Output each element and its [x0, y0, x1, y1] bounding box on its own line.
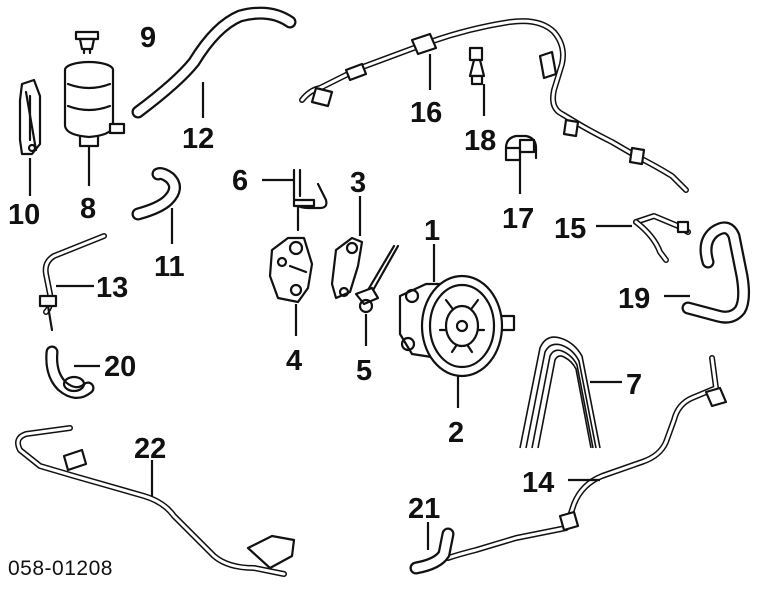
callout-14: 14	[522, 467, 554, 499]
callout-11: 11	[154, 251, 185, 283]
callout-16: 16	[410, 97, 442, 129]
part-16-pressure-hose[interactable]	[299, 18, 689, 193]
callout-19: 19	[618, 283, 650, 315]
callout-9: 9	[140, 22, 156, 54]
callout-5: 5	[356, 355, 372, 387]
part-18-pressure-switch[interactable]	[468, 46, 486, 116]
callout-6: 6	[232, 165, 248, 197]
part-2-pump-pulley[interactable]	[420, 274, 504, 408]
part-10-reservoir-bracket[interactable]	[18, 78, 42, 196]
part-6-clamp[interactable]	[262, 168, 328, 232]
part-22-return-pipe[interactable]	[15, 425, 296, 577]
callout-13: 13	[96, 272, 128, 304]
part-8-reservoir[interactable]	[63, 60, 126, 186]
part-19-return-hose[interactable]	[664, 221, 751, 324]
callout-21: 21	[408, 493, 440, 525]
callout-10: 10	[8, 199, 40, 231]
callout-2: 2	[448, 417, 464, 449]
diagram-reference-number: 058-01208	[8, 557, 113, 580]
callout-18: 18	[464, 125, 496, 157]
callout-20: 20	[104, 351, 136, 383]
part-20-hose[interactable]	[45, 345, 100, 399]
callout-8: 8	[80, 193, 96, 225]
part-17-hose-clamp[interactable]	[504, 134, 538, 194]
callout-3: 3	[350, 167, 366, 199]
part-5-adjust-rod[interactable]	[354, 244, 400, 346]
callout-12: 12	[182, 123, 214, 155]
part-21-hose[interactable]	[409, 522, 455, 575]
part-12-reservoir-hose[interactable]	[131, 6, 297, 119]
part-14-pressure-pipe[interactable]	[445, 355, 728, 561]
part-11-suction-hose[interactable]	[131, 167, 181, 245]
part-13-pipe-assembly[interactable]	[38, 233, 107, 332]
callout-15: 15	[554, 213, 586, 245]
part-3-bracket[interactable]	[330, 196, 364, 300]
callout-17: 17	[502, 203, 534, 235]
part-4-pump-bracket[interactable]	[268, 236, 314, 336]
callout-4: 4	[286, 345, 302, 377]
callout-7: 7	[626, 369, 642, 401]
callout-22: 22	[134, 433, 166, 465]
part-15-pipe[interactable]	[596, 213, 691, 263]
part-9-reservoir-cap[interactable]	[74, 30, 100, 55]
callout-1: 1	[424, 215, 440, 247]
part-7-drive-belt[interactable]	[519, 336, 622, 449]
